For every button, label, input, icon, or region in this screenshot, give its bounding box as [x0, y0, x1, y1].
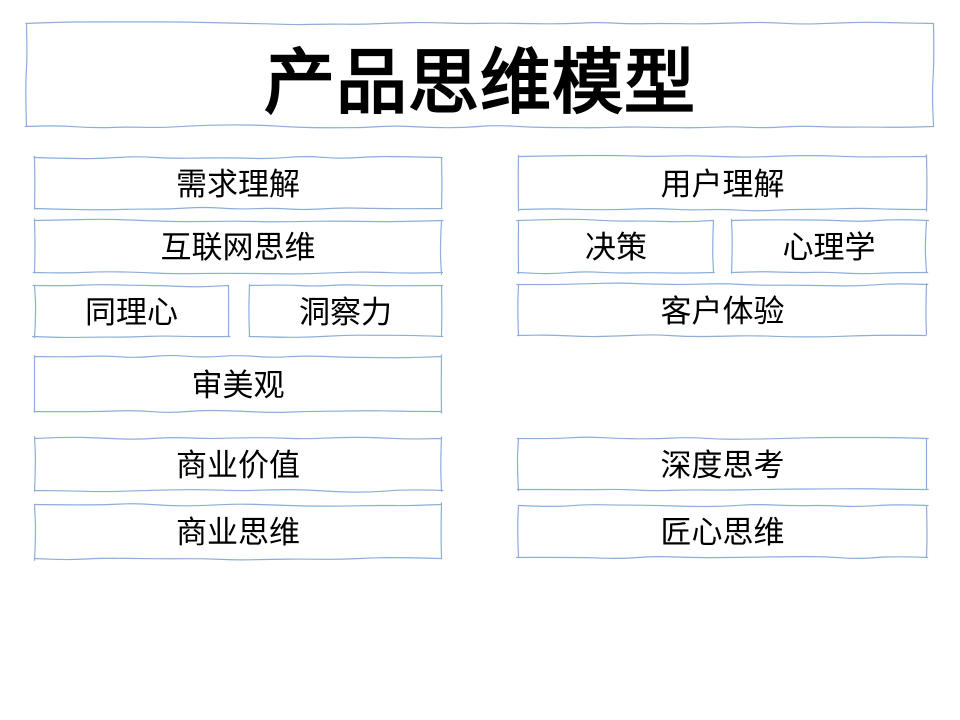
box-label: 深度思考 [660, 447, 785, 483]
box-label: 洞察力 [299, 294, 392, 330]
box-business-value: 商业价值 [33, 436, 444, 493]
box-empathy: 同理心 [31, 284, 231, 339]
box-deep-thinking: 深度思考 [516, 436, 929, 492]
box-label: 客户体验 [660, 293, 785, 329]
box-label: 商业思维 [176, 515, 300, 550]
box-label: 匠心思维 [660, 515, 785, 550]
box-label: 审美观 [191, 367, 285, 403]
box-label: 决策 [585, 230, 647, 265]
box-label: 同理心 [85, 294, 178, 330]
box-demand-understanding: 需求理解 [33, 155, 443, 211]
page-title: 产品思维模型 [263, 44, 696, 123]
box-aesthetics: 审美观 [33, 354, 443, 414]
title-box: 产品思维模型 [24, 21, 935, 129]
box-label: 商业价值 [176, 448, 300, 483]
box-label: 互联网思维 [160, 230, 316, 265]
box-label: 需求理解 [176, 166, 300, 202]
box-user-understanding: 用户理解 [517, 154, 928, 212]
box-decision: 决策 [516, 218, 715, 275]
box-insight: 洞察力 [248, 284, 444, 338]
box-internet-thinking: 互联网思维 [32, 218, 444, 276]
box-label: 心理学 [782, 230, 876, 265]
box-craftsmanship-thinking: 匠心思维 [515, 504, 929, 559]
box-business-thinking: 商业思维 [33, 502, 443, 561]
box-customer-experience: 客户体验 [516, 282, 929, 338]
box-label: 用户理解 [660, 166, 785, 202]
box-psychology: 心理学 [730, 218, 930, 275]
